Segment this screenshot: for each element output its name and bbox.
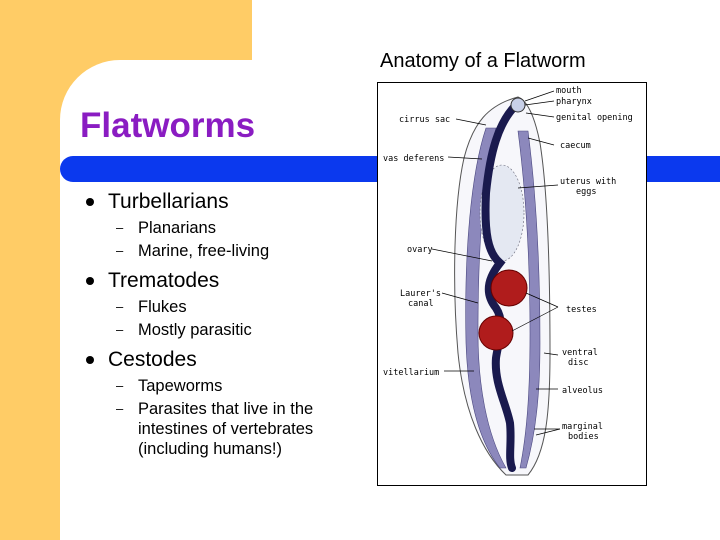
bullet-item: Trematodes (86, 267, 376, 294)
sub-bullet: –Parasites that live in the intestines o… (116, 399, 376, 459)
label-ventral-line2: disc (568, 358, 588, 368)
testis-lower (478, 315, 514, 351)
bullet-dot-icon (86, 355, 94, 364)
label-ovary: ovary (407, 245, 433, 255)
dash-icon: – (116, 299, 124, 314)
label-pharynx: pharynx (556, 97, 592, 107)
bullet-list: Turbellarians –Planarians –Marine, free-… (86, 188, 376, 465)
label-marginal-line2: bodies (568, 432, 599, 442)
sub-bullet-label: Mostly parasitic (138, 321, 252, 339)
yellow-top-block (0, 0, 252, 60)
sub-bullet-label: Parasites that live in the intestines of… (138, 400, 314, 458)
label-genital-opening: genital opening (556, 113, 633, 123)
bullet-dot-icon (86, 276, 94, 285)
slide-title: Flatworms (80, 106, 256, 145)
dash-icon: – (116, 322, 124, 337)
label-vas-deferens: vas deferens (383, 154, 444, 164)
sub-bullet: –Planarians (116, 218, 376, 238)
label-mouth: mouth (556, 86, 582, 96)
bullet-label: Cestodes (108, 348, 197, 371)
vitellarium-right (517, 130, 541, 469)
bullet-dot-icon (86, 197, 94, 206)
diagram-title: Anatomy of a Flatworm (380, 50, 586, 72)
sub-bullet: –Mostly parasitic (116, 320, 376, 340)
bullet-group: Cestodes –Tapeworms –Parasites that live… (86, 346, 376, 459)
yellow-side-bar (0, 0, 60, 540)
flatworm-anatomy-svg: mouth pharynx genital opening cirrus sac… (383, 86, 633, 476)
label-uterus-line2: eggs (576, 187, 596, 197)
sub-bullet-label: Planarians (138, 219, 216, 237)
sub-bullet-label: Marine, free-living (138, 242, 270, 260)
label-alveolus: alveolus (562, 386, 603, 396)
dash-icon: – (116, 243, 124, 258)
dash-icon: – (116, 378, 124, 393)
bullet-label: Turbellarians (108, 190, 229, 213)
sub-bullet-label: Tapeworms (138, 377, 223, 395)
label-cirrus-sac: cirrus sac (399, 115, 450, 125)
label-laurers-line2: canal (408, 299, 434, 309)
sub-bullet: –Marine, free-living (116, 241, 376, 261)
pharynx (510, 97, 526, 113)
bullet-label: Trematodes (108, 269, 220, 292)
label-uterus-line1: uterus with (560, 177, 616, 187)
label-laurers-line1: Laurer's (400, 289, 441, 299)
label-vitellarium: vitellarium (383, 368, 439, 378)
sub-bullet: –Tapeworms (116, 376, 376, 396)
label-testes: testes (566, 305, 597, 315)
dash-icon: – (116, 220, 124, 235)
caecum-gut (481, 101, 520, 472)
sub-bullet: –Flukes (116, 297, 376, 317)
flatworm-diagram: mouth pharynx genital opening cirrus sac… (377, 82, 647, 486)
bullet-group: Trematodes –Flukes –Mostly parasitic (86, 267, 376, 340)
label-caecum: caecum (560, 141, 591, 151)
dash-icon: – (116, 401, 124, 416)
sub-bullet-label: Flukes (138, 298, 187, 316)
bullet-item: Cestodes (86, 346, 376, 373)
leader-lines (431, 90, 561, 436)
label-ventral-line1: ventral (562, 348, 598, 358)
bullet-item: Turbellarians (86, 188, 376, 215)
testis-upper (490, 269, 528, 307)
bullet-group: Turbellarians –Planarians –Marine, free-… (86, 188, 376, 261)
vitellarium-left (465, 127, 507, 469)
label-marginal-line1: marginal (562, 422, 603, 432)
